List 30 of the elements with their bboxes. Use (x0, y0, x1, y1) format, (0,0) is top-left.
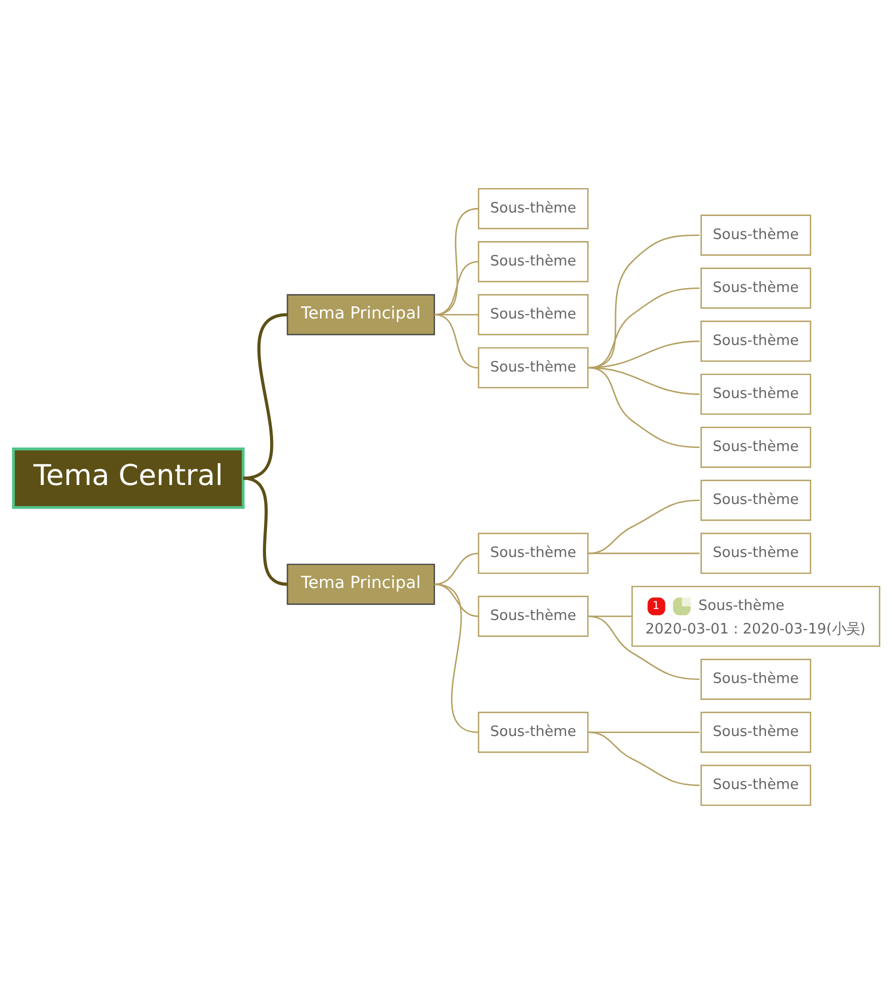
connector (587, 499, 700, 554)
node-box: Sous-thème (700, 711, 811, 752)
node-box: Tema Central (12, 447, 244, 508)
node-box: Sous-thème (477, 532, 588, 574)
node-box: Sous-thème (477, 240, 588, 282)
node-box: Sous-thème (477, 711, 588, 752)
node-box: Sous-thème (700, 658, 811, 700)
node-box: Tema Principal (286, 563, 434, 604)
connector (587, 731, 700, 786)
node-box: Sous-thème (477, 346, 588, 388)
connector (434, 314, 478, 368)
connector (242, 312, 288, 480)
node-box: 1 Sous-thème 2020-03-01 : 2020-03-19(小吴) (630, 585, 880, 646)
node-box: Sous-thème (700, 214, 811, 256)
node-box: Sous-thème (700, 373, 811, 414)
node-box: Tema Principal (286, 294, 434, 335)
node-box: Sous-thème (477, 188, 588, 229)
node-box: Sous-thème (700, 764, 811, 806)
node-box: Sous-thème (700, 320, 811, 362)
connector (587, 615, 700, 680)
connector (242, 476, 288, 586)
node-box: Sous-thème (700, 479, 811, 520)
node-box: Sous-thème (477, 595, 588, 636)
connector (434, 583, 478, 733)
connector (587, 366, 700, 448)
node-box: Sous-thème (700, 267, 811, 308)
connector (587, 552, 699, 554)
node-box: Sous-thème (477, 294, 588, 335)
node-box: Sous-thème (700, 532, 811, 574)
node-box: Sous-thème (700, 426, 811, 468)
